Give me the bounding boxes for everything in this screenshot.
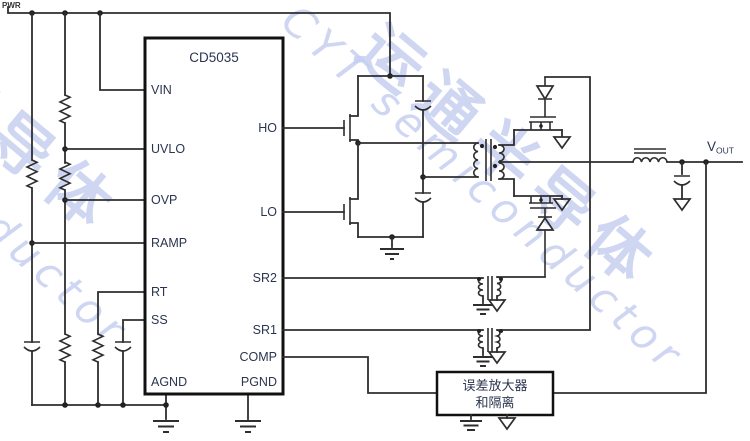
low-side-mosfet [282, 142, 359, 238]
pin-label-ho: HO [258, 121, 277, 135]
sr1-gate-wire [496, 76, 591, 331]
resistor-icon [25, 159, 39, 189]
uvlo-ovp-divider [58, 12, 146, 406]
rt-resistor-network [91, 291, 146, 406]
body-dot [539, 198, 543, 202]
junction-dot [163, 402, 169, 408]
vout-label: VOUT [707, 139, 734, 156]
pin-label-vin: VIN [151, 83, 172, 97]
feedback-path: 误差放大器 和隔离 [282, 161, 707, 431]
capacitor-icon [673, 175, 691, 186]
pin-label-uvlo: UVLO [151, 142, 185, 156]
secondary-ground-icon [487, 299, 507, 313]
junction-dot [95, 402, 101, 408]
transformer-core [487, 328, 493, 352]
output-capacitor [672, 161, 692, 212]
earth-ground-icon [460, 420, 482, 431]
half-bridge-capacitors [414, 75, 432, 238]
error-amp-outline [435, 370, 555, 417]
vout-sub: OUT [716, 146, 734, 156]
sr1-mosfet-top [513, 77, 572, 150]
resistor-icon [58, 333, 72, 363]
earth-ground-icon [380, 248, 404, 260]
output-filter: VOUT [498, 139, 743, 212]
capacitor-icon [414, 192, 432, 203]
power-rail [7, 6, 391, 77]
capacitor-icon [414, 100, 432, 111]
pin-label-sr1: SR1 [253, 323, 277, 337]
polarity-dot [477, 329, 481, 333]
capacitor-icon [114, 341, 132, 352]
earth-ground-icon [473, 356, 493, 367]
secondary-winding [498, 144, 505, 180]
secondary-ground-icon [672, 198, 692, 212]
body-dot [539, 124, 543, 128]
analog-ground-rail [31, 393, 179, 433]
polarity-dot [492, 144, 498, 150]
polarity-dot [477, 277, 481, 281]
error-amp-line1: 误差放大器 [462, 378, 527, 393]
earth-ground-icon [153, 420, 179, 433]
feedback-wire [552, 161, 707, 394]
pin-label-sr2: SR2 [253, 271, 277, 285]
output-inductor [632, 148, 668, 163]
ic-outline [143, 36, 285, 396]
gate-drive-transformer-sr1 [282, 328, 507, 367]
polarity-dot [492, 163, 498, 169]
ic-title: CD5035 [189, 50, 239, 65]
junction-dot [62, 402, 68, 408]
pin-label-pgnd: PGND [241, 375, 277, 389]
secondary-ground-icon [552, 136, 572, 150]
secondary-ground-icon [497, 417, 517, 431]
vin-feed-wire [99, 12, 146, 91]
junction-dot [120, 402, 126, 408]
pin-label-ramp: RAMP [151, 236, 187, 250]
polarity-dot [499, 329, 503, 333]
primary-wires [357, 142, 479, 178]
error-amp-line2: 和隔离 [475, 395, 514, 410]
half-bridge [282, 73, 479, 260]
vout-v: V [707, 139, 716, 154]
secondary-ground-icon [552, 198, 572, 212]
ic-cd5035: CD5035 VIN UVLO OVP RAMP RT SS AGND HO L… [143, 36, 285, 396]
sr2-mosfet-bottom [496, 195, 572, 278]
error-amplifier-box: 误差放大器 和隔离 [435, 370, 555, 417]
transformer-core [487, 276, 493, 300]
resistor-icon [58, 161, 72, 191]
sr1-gate-diode [535, 77, 555, 107]
pin-label-agnd: AGND [151, 375, 187, 389]
ramp-rc-network [23, 12, 146, 406]
sr2-gate-diode [535, 216, 555, 277]
earth-ground-icon [473, 304, 493, 315]
primary-winding [472, 142, 479, 178]
secondary-ground-icon [487, 351, 507, 365]
gate-drive-transformer-sr2 [282, 276, 507, 315]
comp-wire [282, 356, 438, 394]
pin-label-comp: COMP [240, 350, 278, 364]
polarity-dot [499, 277, 503, 281]
resistor-icon [58, 94, 72, 124]
main-transformer [472, 129, 515, 197]
ss-capacitor-network [114, 319, 146, 406]
earth-ground-icon [235, 420, 261, 433]
pin-label-ss: SS [151, 313, 168, 327]
pwr-label: PWR [2, 1, 21, 10]
power-ground [235, 393, 261, 433]
pin-label-lo: LO [260, 205, 277, 219]
high-side-mosfet [282, 75, 359, 144]
transformer-core [485, 139, 492, 181]
pin-label-rt: RT [151, 285, 168, 299]
pin-label-ovp: OVP [151, 193, 177, 207]
capacitor-icon [23, 341, 41, 352]
resistor-icon [91, 333, 105, 363]
polarity-dot [479, 143, 485, 149]
